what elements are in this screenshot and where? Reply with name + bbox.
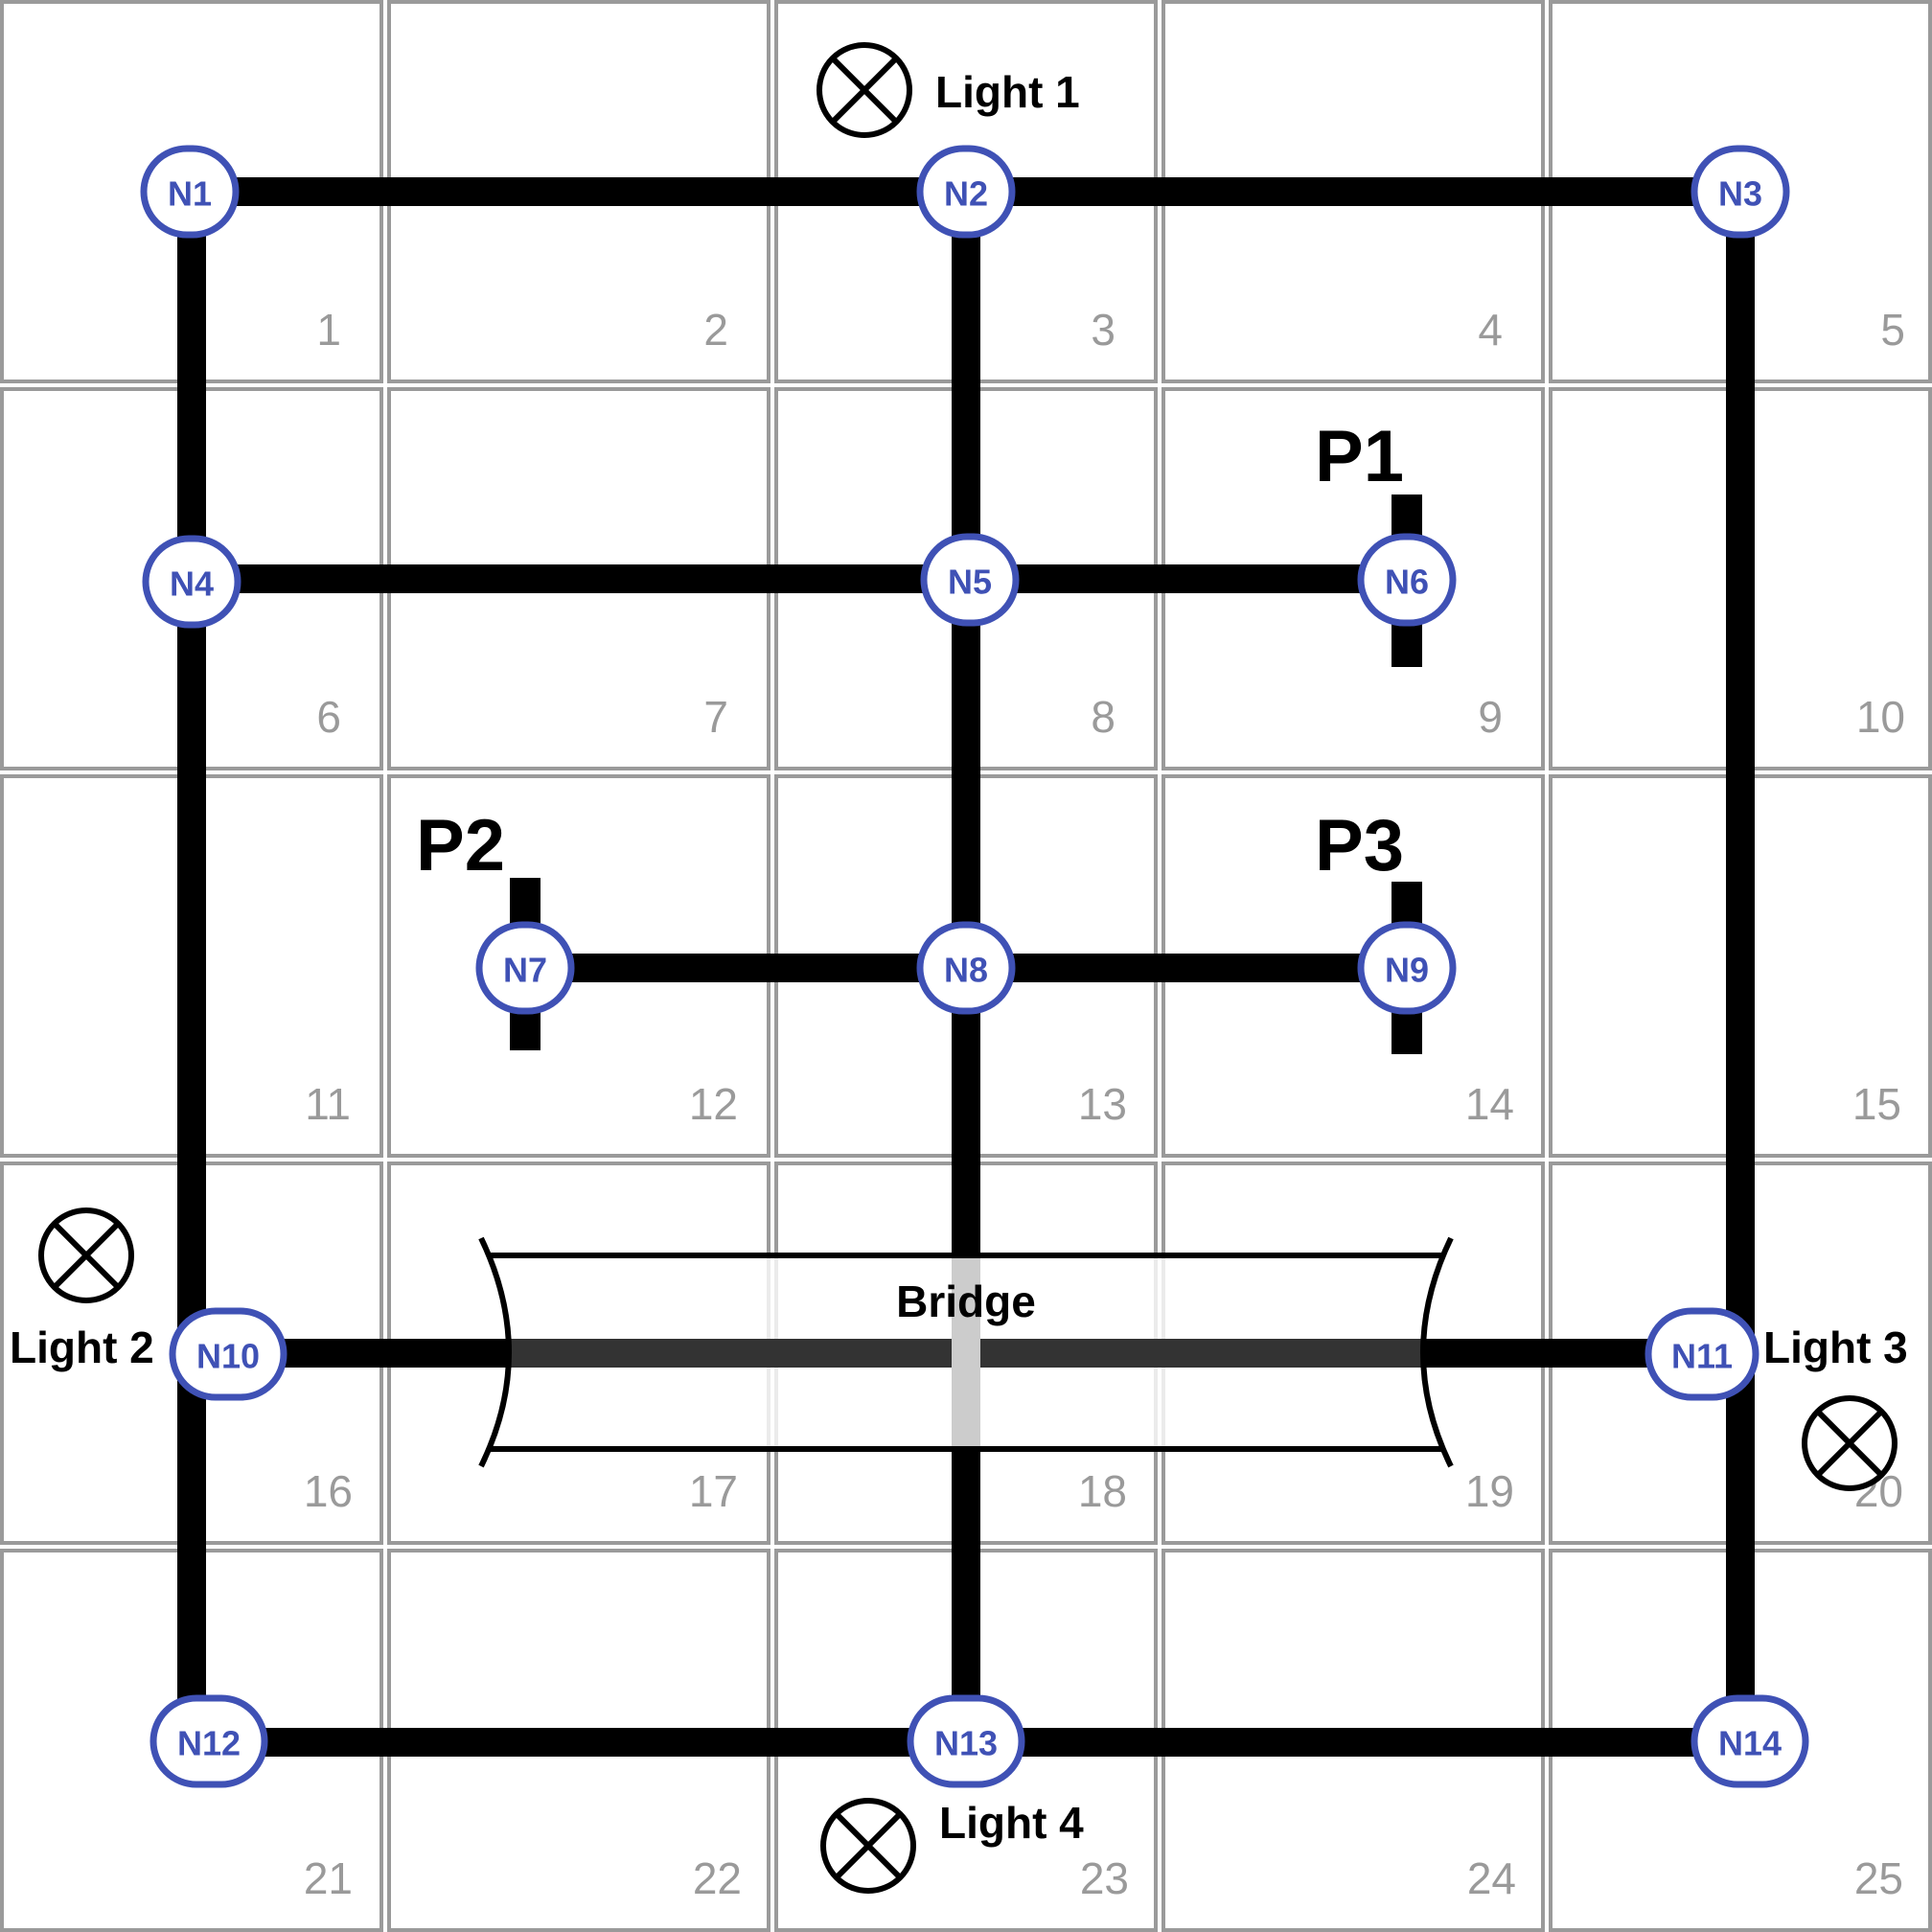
cell-number: 24 (1467, 1853, 1516, 1903)
cell-number: 3 (1091, 305, 1116, 355)
cell-number: 21 (304, 1853, 353, 1903)
cell-number: 10 (1856, 692, 1905, 742)
node-n12-shape (150, 1694, 268, 1788)
node-n8[interactable]: N8 (916, 921, 1016, 1015)
cell-number: 11 (305, 1079, 351, 1129)
cell-number: 18 (1078, 1466, 1127, 1516)
cell-number: 22 (693, 1853, 742, 1903)
light-2-icon (38, 1208, 134, 1303)
cell-number: 12 (689, 1079, 738, 1129)
node-n4-shape (142, 535, 242, 629)
light-2[interactable]: Light 2 (10, 1208, 154, 1372)
nodes: N1 N2 N3 N4 N5 N6 N7 N8 (140, 145, 1809, 1788)
bridge-left-abutment (478, 1236, 512, 1468)
cell-number: 7 (703, 692, 728, 742)
node-n9-shape (1357, 921, 1457, 1015)
bridge: Bridge (478, 1236, 1454, 1468)
light-2-label: Light 2 (10, 1322, 154, 1372)
node-n10[interactable]: N10 (169, 1307, 288, 1401)
cell-number: 13 (1078, 1079, 1127, 1129)
light-3[interactable]: Light 3 (1763, 1322, 1908, 1491)
cell-number: 16 (304, 1466, 353, 1516)
cell-number: 17 (689, 1466, 738, 1516)
node-n6-label: N6 (1385, 563, 1429, 602)
node-n11[interactable]: N11 (1644, 1307, 1760, 1401)
lights: Light 1 Light 2 Light 3 Light (10, 42, 1908, 1894)
node-n10-shape (169, 1307, 288, 1401)
node-n12[interactable]: N12 (150, 1694, 268, 1788)
cell-number: 5 (1880, 305, 1905, 355)
cell-number: 9 (1478, 692, 1503, 742)
cell-number: 4 (1478, 305, 1503, 355)
node-n5-shape (920, 533, 1020, 627)
light-4-label: Light 4 (939, 1798, 1084, 1848)
node-n8-label: N8 (944, 951, 988, 990)
node-n3-shape (1690, 145, 1790, 239)
platform-p2-label: P2 (416, 805, 505, 886)
cell-number: 23 (1080, 1853, 1129, 1903)
node-n14-shape (1690, 1694, 1809, 1788)
node-n2-label: N2 (944, 174, 988, 214)
node-n5-label: N5 (948, 563, 992, 602)
node-n7[interactable]: N7 (475, 921, 575, 1015)
node-n13-label: N13 (934, 1724, 998, 1763)
node-n14[interactable]: N14 (1690, 1694, 1809, 1788)
light-3-icon (1802, 1395, 1898, 1491)
bridge-label: Bridge (896, 1276, 1036, 1326)
node-n1[interactable]: N1 (140, 145, 240, 239)
node-n1-shape (140, 145, 240, 239)
node-n3-label: N3 (1718, 174, 1762, 214)
node-n9[interactable]: N9 (1357, 921, 1457, 1015)
node-n8-shape (916, 921, 1016, 1015)
node-n4[interactable]: N4 (142, 535, 242, 629)
node-n11-shape (1644, 1307, 1760, 1401)
light-1-icon (816, 42, 912, 138)
node-n3[interactable]: N3 (1690, 145, 1790, 239)
cell-numbers: 1 2 3 4 5 6 7 8 9 10 11 12 13 14 15 16 1… (304, 305, 1905, 1903)
node-n12-label: N12 (177, 1724, 241, 1763)
cell-number: 2 (703, 305, 728, 355)
node-n10-label: N10 (196, 1337, 260, 1376)
cell-number: 6 (316, 692, 341, 742)
light-1[interactable]: Light 1 (816, 42, 1080, 138)
node-n4-label: N4 (170, 564, 214, 604)
node-n7-label: N7 (503, 951, 547, 990)
platforms: P1 P2 P3 (416, 416, 1422, 1054)
node-n14-label: N14 (1718, 1724, 1782, 1763)
platform-p1-label: P1 (1315, 416, 1404, 497)
platform-p3-label: P3 (1315, 805, 1404, 886)
cell-number: 25 (1854, 1853, 1903, 1903)
cell-number: 19 (1465, 1466, 1514, 1516)
node-n9-label: N9 (1385, 951, 1429, 990)
node-n2[interactable]: N2 (916, 145, 1016, 239)
bridge-right-abutment (1420, 1236, 1454, 1468)
light-4[interactable]: Light 4 (820, 1798, 1084, 1894)
node-n13[interactable]: N13 (907, 1694, 1025, 1788)
cell-number: 14 (1465, 1079, 1514, 1129)
cell-number: 8 (1091, 692, 1116, 742)
node-n13-shape (907, 1694, 1025, 1788)
node-n1-label: N1 (168, 174, 212, 214)
node-n5[interactable]: N5 (920, 533, 1020, 627)
node-n2-shape (916, 145, 1016, 239)
bridge-underpass-track (952, 1255, 980, 1449)
node-n7-shape (475, 921, 575, 1015)
node-n6-shape (1357, 533, 1457, 627)
light-1-label: Light 1 (935, 67, 1080, 117)
light-3-label: Light 3 (1763, 1322, 1908, 1372)
cell-number: 1 (316, 305, 341, 355)
cell-number: 15 (1852, 1079, 1901, 1129)
node-n6[interactable]: N6 (1357, 533, 1457, 627)
node-n11-label: N11 (1671, 1337, 1733, 1376)
light-4-icon (820, 1798, 916, 1894)
